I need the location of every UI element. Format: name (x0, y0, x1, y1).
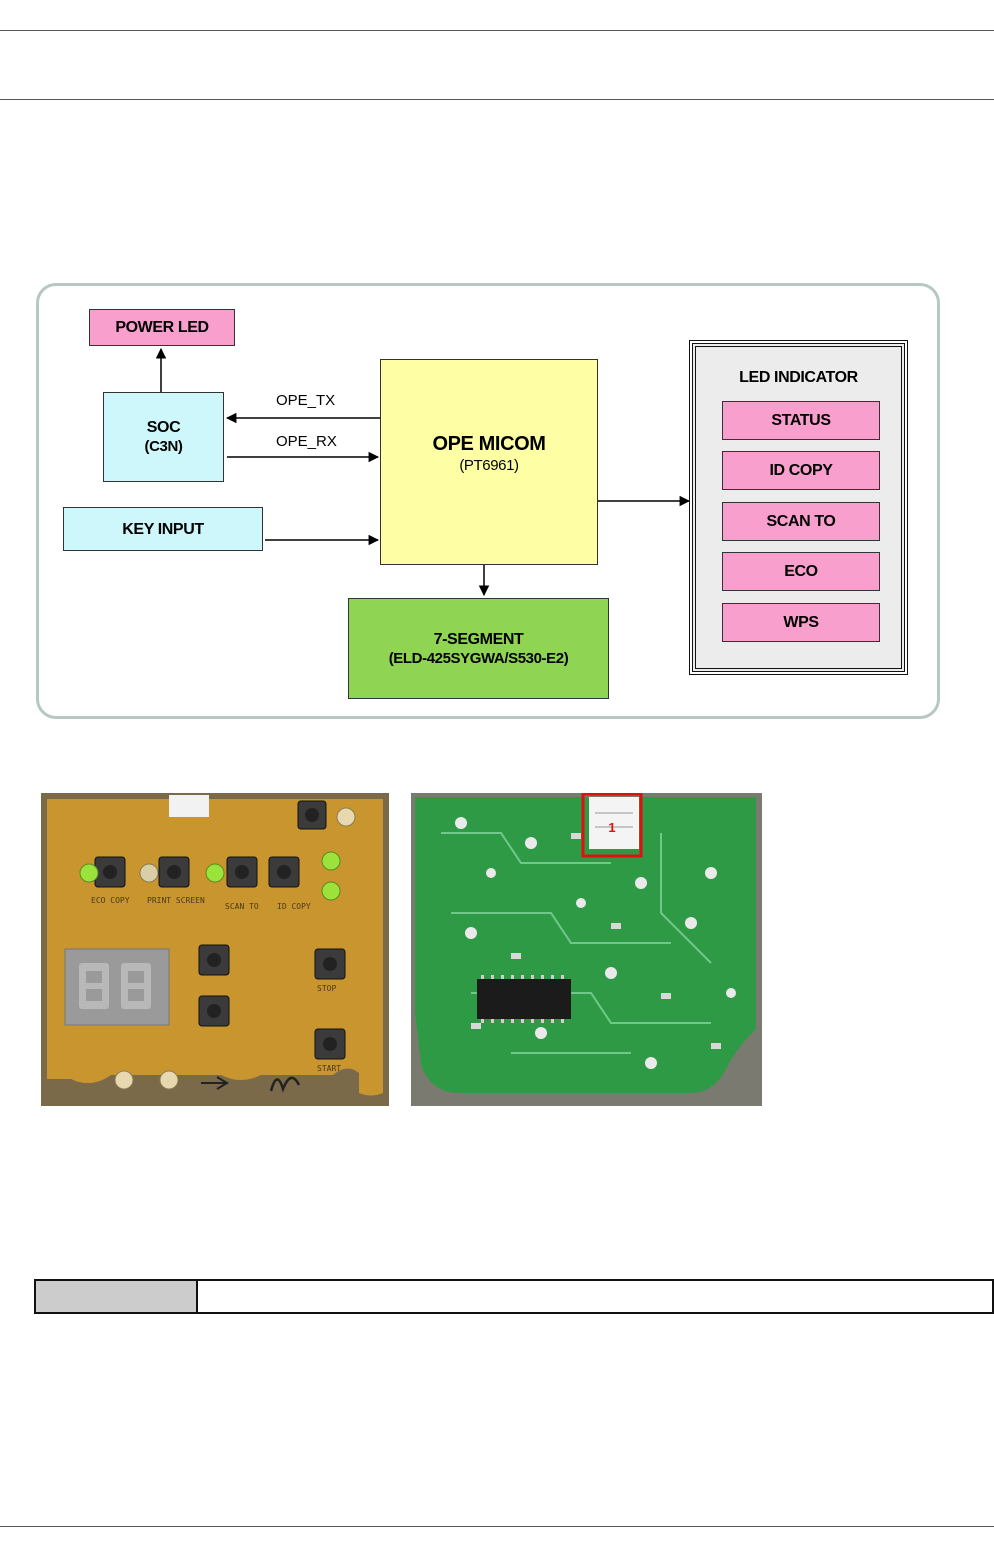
ope-micom-block: OPE MICOM (PT6961) (380, 359, 598, 565)
soc-block: SOC (C3N) (103, 392, 224, 482)
bottom-table-value-cell (198, 1281, 992, 1312)
front-label-start: START (317, 1064, 341, 1073)
indicator-id-copy: ID COPY (722, 451, 880, 490)
bottom-table-header-cell (36, 1281, 198, 1312)
front-label-scan-to: SCAN TO (225, 902, 259, 911)
indicator-wps-label: WPS (783, 614, 819, 631)
header-bottom-rule (0, 99, 994, 100)
front-label-id-copy: ID COPY (277, 902, 311, 911)
power-led-block: POWER LED (89, 309, 235, 346)
bottom-table (34, 1279, 994, 1314)
front-label-print-screen: PRINT SCREEN (147, 896, 205, 905)
footer-rule (0, 1526, 994, 1527)
soc-label: SOC (146, 419, 181, 436)
ope-tx-label: OPE_TX (276, 392, 336, 409)
led-indicator-title: LED INDICATOR (739, 369, 858, 386)
indicator-eco-label: ECO (784, 563, 818, 580)
front-label-stop: STOP (317, 984, 336, 993)
board-back-illustration: 1 (411, 793, 762, 1106)
indicator-eco: ECO (722, 552, 880, 591)
header-top-rule (0, 30, 994, 31)
seven-segment-sub-label: (ELD-425SYGWA/S530-E2) (388, 649, 569, 667)
indicator-status: STATUS (722, 401, 880, 440)
ope-micom-sub-label: (PT6961) (459, 457, 519, 474)
seven-segment-label: 7-SEGMENT (433, 630, 524, 648)
key-input-label: KEY INPUT (122, 520, 204, 538)
ope-micom-label: OPE MICOM (432, 433, 546, 455)
ope-rx-label: OPE_RX (276, 433, 337, 450)
indicator-wps: WPS (722, 603, 880, 642)
connector-highlight-box (581, 793, 643, 858)
indicator-scan-to: SCAN TO (722, 502, 880, 541)
soc-sub-label: (C3N) (144, 438, 183, 455)
front-label-eco-copy: ECO COPY (91, 896, 130, 905)
power-led-label: POWER LED (115, 319, 209, 336)
indicator-id-copy-label: ID COPY (769, 462, 833, 479)
indicator-status-label: STATUS (771, 412, 831, 429)
board-front-photo: ECO COPY PRINT SCREEN SCAN TO ID COPY ST… (41, 793, 389, 1106)
board-front-illustration: ECO COPY PRINT SCREEN SCAN TO ID COPY ST… (41, 793, 389, 1106)
seven-segment-block: 7-SEGMENT (ELD-425SYGWA/S530-E2) (348, 598, 609, 699)
board-back-photo: 1 (411, 793, 762, 1106)
diagram-connectors (155, 347, 691, 597)
indicator-scan-to-label: SCAN TO (766, 513, 836, 530)
led-indicator-group: LED INDICATOR STATUS ID COPY SCAN TO ECO… (689, 340, 908, 675)
key-input-block: KEY INPUT (63, 507, 263, 551)
connector-pin-marker: 1 (608, 820, 615, 835)
